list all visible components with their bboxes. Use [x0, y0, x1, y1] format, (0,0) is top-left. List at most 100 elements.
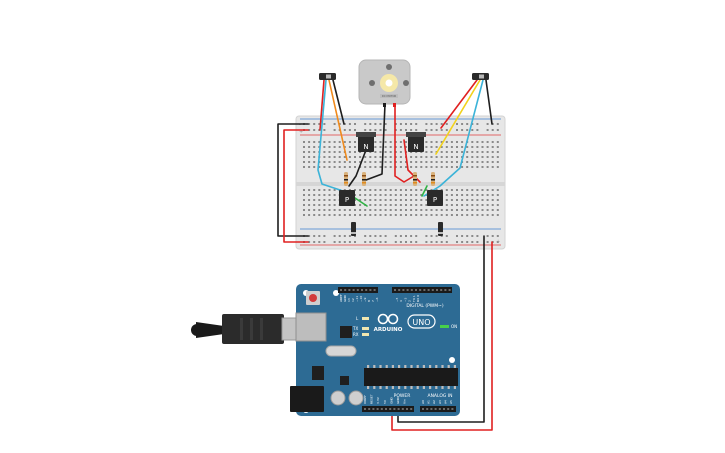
- breadboard-hole[interactable]: [430, 156, 433, 158]
- breadboard-hole[interactable]: [496, 194, 499, 196]
- breadboard-hole[interactable]: [333, 209, 336, 211]
- breadboard-hole[interactable]: [359, 194, 362, 196]
- breadboard-hole[interactable]: [323, 199, 326, 201]
- breadboard-rail-hole[interactable]: [308, 241, 311, 243]
- breadboard-hole[interactable]: [425, 166, 428, 168]
- breadboard-rail-hole[interactable]: [476, 241, 479, 243]
- breadboard-hole[interactable]: [450, 209, 453, 211]
- breadboard-hole[interactable]: [364, 194, 367, 196]
- breadboard-hole[interactable]: [456, 214, 458, 216]
- header-hole[interactable]: [402, 289, 405, 291]
- breadboard-hole[interactable]: [445, 151, 448, 153]
- breadboard-hole[interactable]: [384, 161, 387, 163]
- breadboard-rail-hole[interactable]: [348, 123, 351, 125]
- breadboard-rail-hole[interactable]: [323, 123, 326, 125]
- header-hole[interactable]: [444, 289, 447, 291]
- breadboard-hole[interactable]: [496, 146, 499, 148]
- breadboard-rail-hole[interactable]: [445, 235, 448, 237]
- breadboard-rail-hole[interactable]: [415, 235, 418, 237]
- breadboard-hole[interactable]: [333, 189, 336, 191]
- breadboard-hole[interactable]: [415, 199, 418, 201]
- header-hole[interactable]: [398, 289, 401, 291]
- breadboard-hole[interactable]: [430, 214, 433, 216]
- breadboard-hole[interactable]: [456, 156, 458, 158]
- breadboard-rail-hole[interactable]: [333, 123, 336, 125]
- header-hole[interactable]: [431, 289, 434, 291]
- breadboard-hole[interactable]: [389, 156, 392, 158]
- breadboard-hole[interactable]: [461, 209, 464, 211]
- breadboard-rail-hole[interactable]: [496, 235, 499, 237]
- breadboard-hole[interactable]: [415, 189, 418, 191]
- breadboard-hole[interactable]: [496, 209, 499, 211]
- header-hole[interactable]: [451, 408, 454, 410]
- breadboard-hole[interactable]: [486, 189, 489, 191]
- breadboard-rail-hole[interactable]: [313, 235, 316, 237]
- breadboard-hole[interactable]: [420, 204, 423, 206]
- breadboard-hole[interactable]: [486, 204, 489, 206]
- breadboard-hole[interactable]: [410, 166, 413, 168]
- transistor-n-left[interactable]: N: [356, 132, 376, 152]
- breadboard-hole[interactable]: [308, 166, 311, 168]
- breadboard-hole[interactable]: [394, 194, 397, 196]
- breadboard-hole[interactable]: [420, 189, 423, 191]
- usb-cable[interactable]: [191, 314, 301, 344]
- breadboard-hole[interactable]: [323, 194, 326, 196]
- power-jack[interactable]: [290, 386, 324, 412]
- breadboard-rail-hole[interactable]: [440, 129, 443, 131]
- breadboard-hole[interactable]: [496, 161, 499, 163]
- breadboard-hole[interactable]: [486, 161, 489, 163]
- header-hole[interactable]: [426, 408, 429, 410]
- breadboard-rail-hole[interactable]: [364, 123, 367, 125]
- breadboard-hole[interactable]: [384, 156, 387, 158]
- breadboard-hole[interactable]: [471, 214, 474, 216]
- breadboard-hole[interactable]: [405, 161, 407, 163]
- breadboard-rail-hole[interactable]: [313, 123, 316, 125]
- breadboard-hole[interactable]: [333, 166, 336, 168]
- breadboard-hole[interactable]: [440, 214, 443, 216]
- breadboard-hole[interactable]: [303, 189, 305, 191]
- breadboard-hole[interactable]: [445, 156, 448, 158]
- breadboard-hole[interactable]: [425, 189, 428, 191]
- header-hole[interactable]: [430, 408, 433, 410]
- breadboard-hole[interactable]: [348, 141, 351, 143]
- header-hole[interactable]: [380, 408, 383, 410]
- breadboard-rail-hole[interactable]: [461, 129, 464, 131]
- breadboard-hole[interactable]: [425, 209, 428, 211]
- breadboard-hole[interactable]: [369, 161, 372, 163]
- breadboard-rail-hole[interactable]: [445, 129, 448, 131]
- breadboard-hole[interactable]: [415, 194, 418, 196]
- breadboard-hole[interactable]: [491, 161, 494, 163]
- breadboard-rail-hole[interactable]: [374, 123, 377, 125]
- breadboard-hole[interactable]: [425, 146, 428, 148]
- breadboard-hole[interactable]: [430, 166, 433, 168]
- breadboard-hole[interactable]: [399, 199, 402, 201]
- breadboard-hole[interactable]: [394, 204, 397, 206]
- breadboard-hole[interactable]: [318, 189, 321, 191]
- wire-black-switch-left[interactable]: [332, 79, 345, 125]
- breadboard-hole[interactable]: [461, 214, 464, 216]
- breadboard-rail-hole[interactable]: [415, 123, 418, 125]
- breadboard-rail-hole[interactable]: [461, 235, 464, 237]
- breadboard-hole[interactable]: [450, 146, 453, 148]
- breadboard-hole[interactable]: [323, 209, 326, 211]
- breadboard-hole[interactable]: [471, 204, 474, 206]
- breadboard-hole[interactable]: [323, 156, 326, 158]
- breadboard-hole[interactable]: [338, 214, 341, 216]
- breadboard-rail-hole[interactable]: [486, 241, 489, 243]
- breadboard-hole[interactable]: [450, 214, 453, 216]
- breadboard-rail-hole[interactable]: [348, 241, 351, 243]
- breadboard-rail-hole[interactable]: [456, 235, 458, 237]
- breadboard-hole[interactable]: [486, 141, 489, 143]
- header-hole[interactable]: [348, 289, 351, 291]
- breadboard-hole[interactable]: [308, 199, 311, 201]
- breadboard-hole[interactable]: [343, 209, 346, 211]
- breadboard-hole[interactable]: [399, 189, 402, 191]
- breadboard-rail-hole[interactable]: [466, 241, 469, 243]
- breadboard-hole[interactable]: [359, 214, 362, 216]
- header-hole[interactable]: [440, 289, 443, 291]
- breadboard-hole[interactable]: [486, 151, 489, 153]
- breadboard-hole[interactable]: [369, 199, 372, 201]
- breadboard-rail-hole[interactable]: [333, 235, 336, 237]
- breadboard-hole[interactable]: [405, 166, 407, 168]
- breadboard-hole[interactable]: [420, 209, 423, 211]
